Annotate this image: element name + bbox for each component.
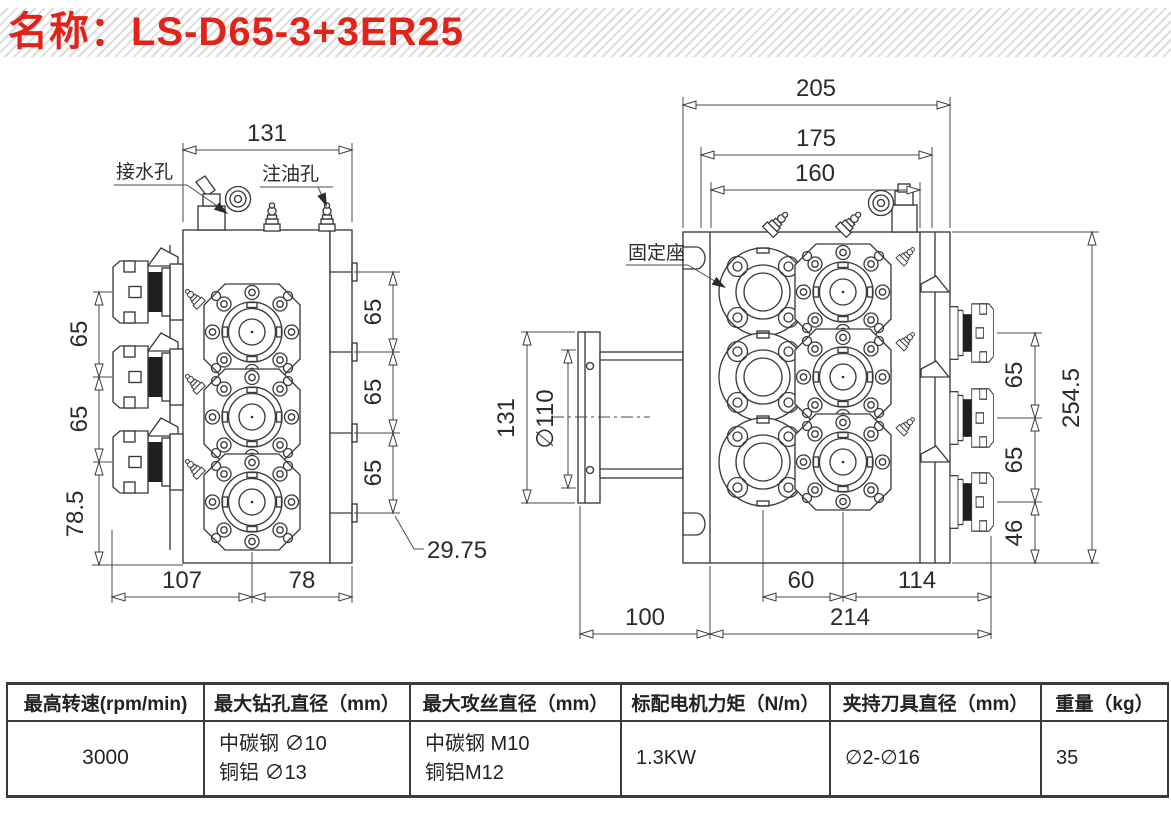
lube-wedge-icon: [147, 417, 179, 437]
dim-top-205: 205: [796, 75, 836, 102]
dim-right-65b: 65: [1001, 447, 1028, 474]
dim-bottom-78: 78: [289, 567, 316, 594]
fixed-seat-spindle: [718, 247, 808, 337]
mount-notch: [682, 246, 706, 270]
dim-bottom-214: 214: [830, 604, 870, 631]
spindle-face: [203, 453, 301, 551]
col-header-motor-torque: 标配电机力矩（N/m）: [620, 685, 829, 722]
fixed-seat-spindle: [718, 417, 808, 507]
cell-tool-diameter: ∅2-∅16: [829, 722, 1040, 795]
left-view: [112, 175, 358, 564]
oil-nipple-icon: [318, 202, 336, 232]
er25-collet: [949, 388, 995, 448]
dim-total-254-5: 254.5: [1058, 368, 1085, 428]
er25-collet: [949, 303, 995, 363]
dim-left-78-5: 78.5: [62, 491, 89, 538]
drill-copper: 铜铝 ∅13: [219, 761, 307, 784]
fixed-seat-spindle: [718, 332, 808, 422]
dim-bottom-107: 107: [162, 567, 202, 594]
dim-right-46: 46: [1001, 520, 1028, 547]
col-header-max-tap: 最大攻丝直径（mm）: [409, 685, 620, 722]
cell-weight: 35: [1040, 722, 1167, 795]
water-elbow-fitting: [195, 175, 252, 231]
er25-collet: [112, 430, 184, 494]
right-view: [552, 183, 995, 564]
dim-left-65a: 65: [66, 321, 93, 348]
cell-max-drill: 中碳钢 ∅10 铜铝 ∅13: [203, 722, 409, 795]
col-header-max-drill: 最大钻孔直径（mm）: [203, 685, 409, 722]
dim-bottom-60: 60: [788, 567, 815, 594]
tap-copper: 铜铝M12: [425, 761, 504, 784]
spindle-face: [794, 328, 892, 426]
col-header-tool-diameter: 夹持刀具直径（mm）: [829, 685, 1040, 722]
spindle-face: [203, 283, 301, 381]
label-water-hole: 接水孔: [116, 161, 173, 183]
dim-right-65c: 65: [360, 460, 387, 487]
label-mount-seat: 固定座: [628, 242, 685, 264]
col-header-max-speed: 最高转速(rpm/min): [8, 685, 203, 722]
cell-max-speed: 3000: [82, 746, 129, 770]
left-view-dimensions: 131 65 65 78.5 65 65 65 107 78 29.75 接水孔…: [62, 120, 487, 603]
label-oil-hole: 注油孔: [262, 163, 319, 185]
cell-motor-torque: 1.3KW: [620, 722, 829, 795]
dim-bottom-114: 114: [898, 567, 936, 594]
dim-bottom-100: 100: [625, 604, 665, 631]
dim-top-175: 175: [796, 125, 836, 152]
oil-nipple-icon: [263, 202, 281, 232]
lube-wedge-icon: [147, 332, 179, 352]
cell-max-tap: 中碳钢 M10 铜铝M12: [409, 722, 620, 795]
dim-offset-29-75: 29.75: [427, 537, 487, 564]
spindle-face: [794, 413, 892, 511]
dim-bolt-circle-110: ∅110: [532, 389, 559, 448]
dim-right-65b: 65: [360, 379, 387, 406]
drill-steel: 中碳钢 ∅10: [219, 732, 327, 755]
mount-notch: [682, 512, 706, 536]
spindle-face: [203, 368, 301, 466]
page-title: 名称：LS-D65-3+3ER25: [8, 10, 465, 54]
dim-width-131: 131: [247, 120, 287, 147]
dim-right-65a: 65: [360, 299, 387, 326]
col-header-weight: 重量（kg）: [1040, 685, 1167, 722]
er25-collet: [112, 345, 184, 409]
dim-top-160: 160: [795, 160, 835, 187]
water-elbow-fitting: [867, 183, 918, 233]
dim-flange-131: 131: [493, 398, 520, 438]
er25-collet: [112, 260, 184, 324]
title-banner: 名称：LS-D65-3+3ER25: [0, 8, 1171, 57]
right-view-dimensions: 205 175 160 131 ∅110 65 65 46 254.5 60 1…: [493, 75, 1099, 639]
er25-collet: [949, 472, 995, 532]
spec-table: 最高转速(rpm/min) 最大钻孔直径（mm） 最大攻丝直径（mm） 标配电机…: [6, 682, 1169, 798]
spindle-face: [794, 243, 892, 341]
dim-left-65b: 65: [66, 406, 93, 433]
tap-steel: 中碳钢 M10: [425, 732, 530, 755]
dim-right-65a: 65: [1001, 362, 1028, 389]
lube-wedge-icon: [147, 247, 179, 267]
